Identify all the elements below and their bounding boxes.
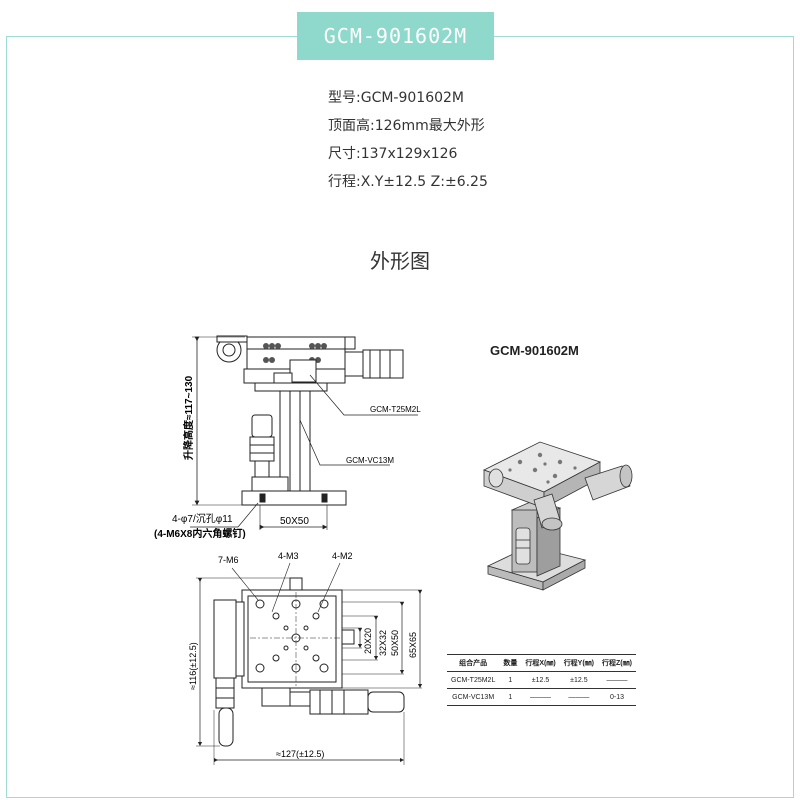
spec-travel: 行程:X.Y±12.5 Z:±6.25	[328, 174, 488, 190]
cell-product: GCM-VC13M	[447, 688, 500, 706]
dim-50x50: 50X50	[390, 630, 400, 656]
cell-travel-z: 0-13	[598, 688, 636, 706]
table-row: GCM-T25M2L 1 ±12.5 ±12.5 ———	[447, 671, 636, 689]
iso-model-label: GCM-901602M	[490, 343, 579, 358]
cell-travel-x: ±12.5	[521, 671, 560, 689]
hole-label: 4-φ7/沉孔φ11	[172, 512, 233, 525]
dim-65x65: 65X65	[408, 632, 418, 658]
section-title: 外形图	[370, 249, 430, 273]
table-row: GCM-VC13M 1 ——— ——— 0-13	[447, 688, 636, 706]
spec-size: 尺寸:137x129x126	[328, 146, 458, 162]
base-dimension: 50X50	[280, 516, 309, 527]
header-travel-x: 行程X(㎜)	[521, 654, 560, 672]
label-t25: GCM-T25M2L	[370, 405, 421, 414]
cell-travel-y: ±12.5	[559, 671, 599, 689]
height-dimension: 升降高度≈117~130	[182, 375, 195, 460]
cell-travel-z: ———	[598, 671, 636, 689]
dim-32x32: 32X32	[378, 630, 388, 656]
top-view	[196, 562, 423, 765]
label-4m3: 4-M3	[278, 551, 299, 561]
header-travel-y: 行程Y(㎜)	[559, 654, 599, 672]
product-title: GCM-901602M	[297, 12, 494, 60]
cell-travel-y: ———	[559, 688, 599, 706]
label-7m6: 7-M6	[218, 555, 239, 565]
dim-left: ≈116(±12.5)	[188, 642, 198, 690]
table-header-row: 组合产品 数量 行程X(㎜) 行程Y(㎜) 行程Z(㎜)	[447, 654, 636, 672]
screw-label: (4-M6X8内六角螺钉)	[154, 527, 246, 540]
label-4m2: 4-M2	[332, 551, 353, 561]
spec-list: 型号:GCM-901602M 顶面高:126mm最大外形 尺寸:137x129x…	[328, 84, 488, 196]
iso-view	[482, 441, 633, 591]
cell-qty: 1	[499, 688, 522, 706]
dim-bottom: ≈127(±12.5)	[276, 749, 324, 759]
cell-product: GCM-T25M2L	[447, 671, 500, 689]
combination-table: 组合产品 数量 行程X(㎜) 行程Y(㎜) 行程Z(㎜) GCM-T25M2L …	[447, 654, 636, 706]
side-view	[190, 335, 418, 530]
header-product: 组合产品	[447, 654, 500, 672]
dim-20x20: 20X20	[363, 628, 373, 654]
cell-travel-x: ———	[521, 688, 560, 706]
header-qty: 数量	[499, 654, 522, 672]
cell-qty: 1	[499, 671, 522, 689]
header-travel-z: 行程Z(㎜)	[598, 654, 636, 672]
spec-top-height: 顶面高:126mm最大外形	[328, 118, 485, 134]
spec-model: 型号:GCM-901602M	[328, 90, 464, 106]
label-vc13: GCM-VC13M	[346, 456, 394, 465]
